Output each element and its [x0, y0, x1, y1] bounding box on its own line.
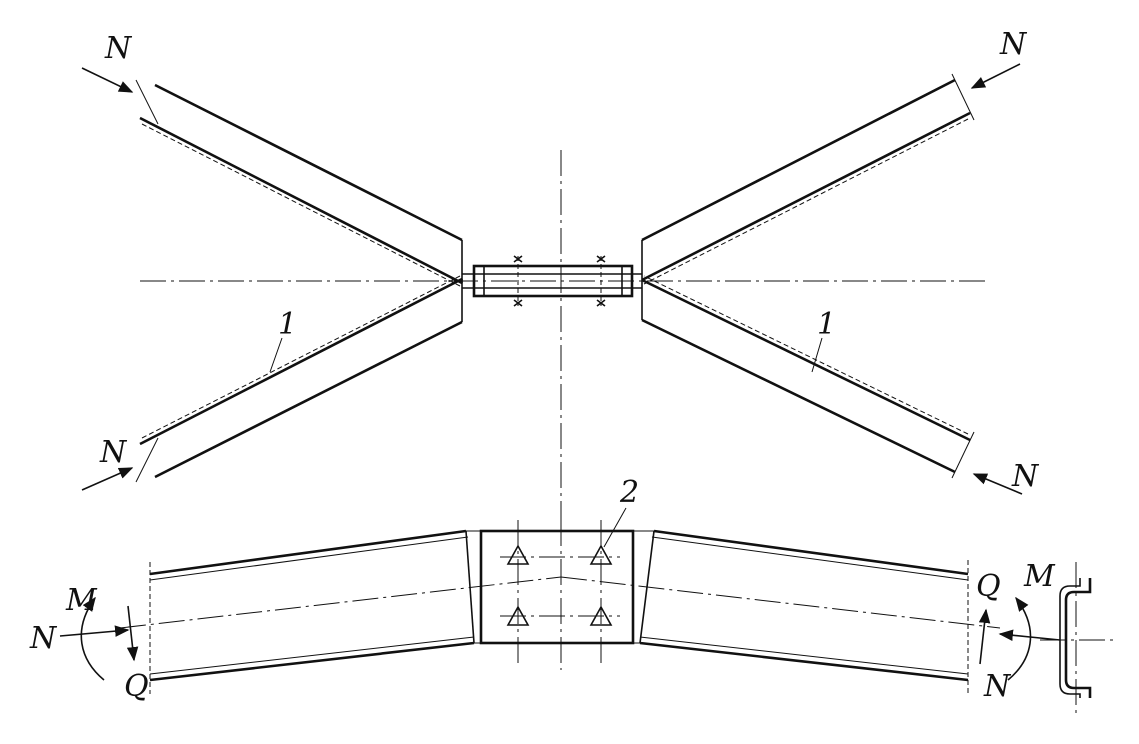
force-arrow-n-left — [59, 625, 130, 637]
moment-arrow-left — [80, 596, 105, 681]
bottom-view: 2 N M Q N M Q — [29, 475, 1118, 716]
moment-label: M — [1023, 559, 1056, 594]
force-arrow-upper-right: N — [970, 27, 1028, 89]
member-right-elevation — [639, 529, 969, 694]
splice-plates — [462, 264, 642, 298]
callout-label: 1 — [278, 307, 297, 342]
left-loads: N M Q — [29, 583, 149, 704]
force-label: N — [1011, 459, 1040, 494]
callout-label: 2 — [619, 475, 639, 510]
member-lower-right — [641, 275, 975, 479]
force-label: N — [29, 621, 58, 656]
member-upper-left — [135, 79, 463, 287]
callout-label: 1 — [817, 307, 836, 342]
left-member-axis — [119, 576, 562, 629]
weld-symbols — [506, 544, 613, 626]
shear-arrow-right — [978, 608, 991, 665]
member-left-elevation — [149, 529, 475, 694]
force-label: N — [99, 435, 128, 470]
callout-1-right: 1 — [811, 307, 836, 373]
force-arrow-lower-right: N — [972, 459, 1040, 495]
right-member-axis — [560, 576, 1001, 629]
member-lower-left — [135, 275, 463, 483]
shear-label: Q — [124, 669, 149, 704]
shear-label: Q — [976, 569, 1001, 604]
force-label: N — [983, 669, 1012, 704]
force-label: N — [999, 27, 1028, 62]
moment-arrow-right — [1007, 596, 1032, 681]
force-arrow-lower-left: N — [81, 435, 134, 491]
callout-2: 2 — [603, 475, 639, 548]
member-upper-right — [641, 73, 975, 285]
moment-label: M — [65, 583, 98, 618]
shear-arrow-left — [126, 605, 139, 662]
top-view: 1 1 N N N N — [81, 27, 1040, 520]
bolt-marks — [513, 255, 606, 307]
right-loads: N M Q — [976, 559, 1061, 704]
gusset-plate — [466, 529, 654, 645]
channel-section — [1040, 562, 1118, 716]
force-arrow-upper-left: N — [81, 31, 134, 93]
callout-1-left: 1 — [269, 307, 297, 373]
force-label: N — [104, 31, 133, 66]
